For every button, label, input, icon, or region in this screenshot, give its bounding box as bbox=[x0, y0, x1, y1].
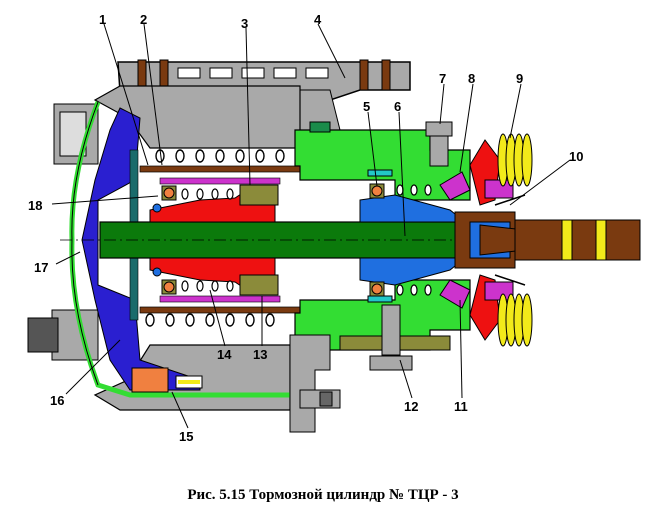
callout-13: 13 bbox=[253, 347, 267, 362]
callout-7: 7 bbox=[439, 71, 446, 86]
bellows bbox=[497, 133, 533, 347]
figure-caption: Рис. 5.15 Тормозной цилиндр № ТЦР - 3 bbox=[187, 487, 458, 503]
outer-spring-top bbox=[155, 149, 305, 163]
wedge-bottom bbox=[439, 279, 471, 309]
callout-10: 10 bbox=[569, 149, 583, 164]
callout-9: 9 bbox=[516, 71, 523, 86]
callout-12: 12 bbox=[404, 399, 418, 414]
bottom-bolt bbox=[369, 304, 413, 371]
callout-11: 11 bbox=[454, 399, 468, 414]
callout-16: 16 bbox=[50, 393, 64, 408]
callout-6: 6 bbox=[394, 99, 401, 114]
piston-seals bbox=[152, 185, 177, 295]
callout-1: 1 bbox=[99, 12, 106, 27]
top-bolt bbox=[425, 121, 453, 167]
rod-end bbox=[454, 211, 641, 269]
callout-4: 4 bbox=[314, 12, 322, 27]
wedge-top bbox=[439, 171, 471, 201]
callout-18: 18 bbox=[28, 198, 42, 213]
leader-lines bbox=[51, 23, 571, 429]
callout-14: 14 bbox=[217, 347, 232, 362]
callout-2: 2 bbox=[140, 12, 147, 27]
outer-spring-bottom bbox=[145, 313, 275, 327]
piston-assembly bbox=[149, 177, 281, 303]
callout-5: 5 bbox=[363, 99, 370, 114]
callout-15: 15 bbox=[179, 429, 193, 444]
callout-8: 8 bbox=[468, 71, 475, 86]
callout-3: 3 bbox=[241, 16, 248, 31]
callout-17: 17 bbox=[34, 260, 48, 275]
inner-spring bbox=[181, 188, 234, 292]
